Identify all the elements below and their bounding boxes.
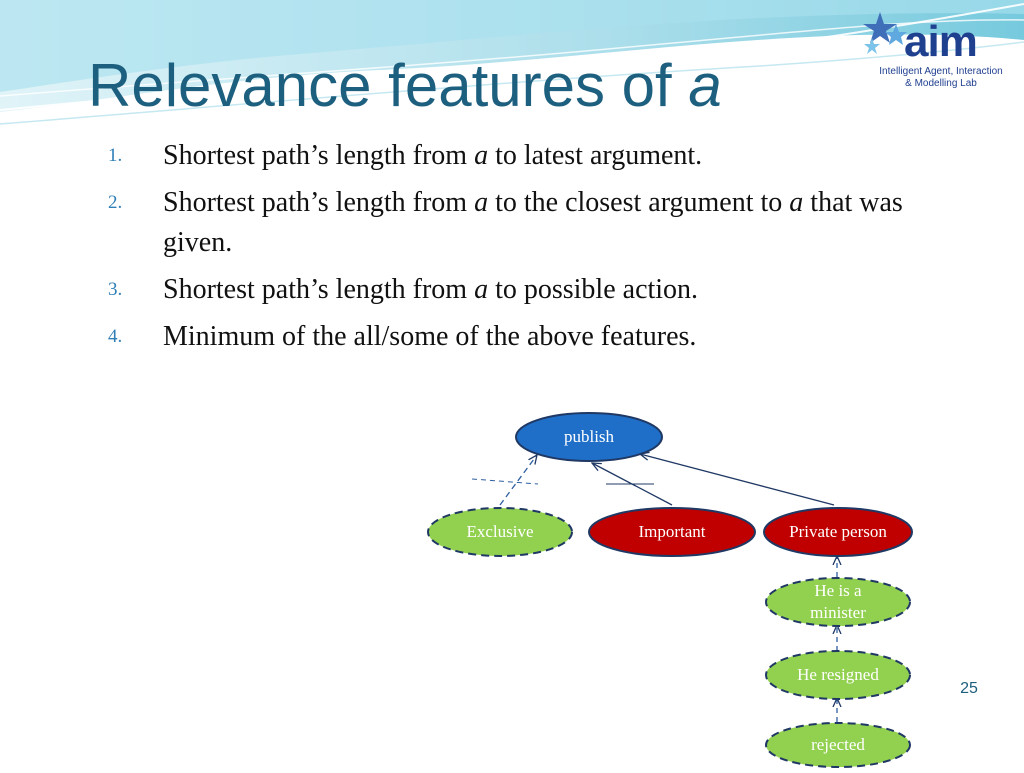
edge-exclusive-publish xyxy=(499,455,537,506)
item-number: 4. xyxy=(108,326,123,347)
list-item: 1. Shortest path’s length from a to late… xyxy=(108,136,948,176)
node-important-label: Important xyxy=(638,522,706,541)
node-publish-label: publish xyxy=(563,427,615,446)
logo-subtitle: Intelligent Agent, Interaction & Modelli… xyxy=(879,66,1003,89)
node-resigned-label: He resigned xyxy=(797,665,879,684)
node-minister-label: He is a minister xyxy=(810,581,866,622)
aim-logo: aim Intelligent Agent, Interaction & Mod… xyxy=(858,8,1018,92)
node-rejected-label: rejected xyxy=(811,735,865,754)
node-private-person-label: Private person xyxy=(789,522,887,541)
list-item: 2. Shortest path’s length from a to the … xyxy=(108,183,948,263)
node-resigned xyxy=(765,650,911,700)
list-item: 3. Shortest path’s length from a to poss… xyxy=(108,270,948,310)
node-rejected xyxy=(765,722,911,768)
node-publish xyxy=(515,412,663,462)
item-number: 1. xyxy=(108,145,123,166)
item-number: 3. xyxy=(108,279,123,300)
node-important xyxy=(588,507,756,557)
list-item: 4. Minimum of the all/some of the above … xyxy=(108,317,948,357)
node-minister xyxy=(765,577,911,627)
node-private-person xyxy=(763,507,913,557)
argument-graph-svg xyxy=(427,412,913,768)
edge-private-publish xyxy=(640,454,835,506)
slide-title: Relevance features of a xyxy=(88,52,722,119)
argument-graph: publish Exclusive Important Private pers… xyxy=(420,405,920,768)
page-number: 25 xyxy=(960,680,978,697)
node-exclusive xyxy=(427,507,573,557)
feature-list: 1. Shortest path’s length from a to late… xyxy=(108,136,948,364)
logo-wordmark: aim xyxy=(904,17,978,66)
node-exclusive-label: Exclusive xyxy=(466,522,534,541)
star-cluster-icon xyxy=(863,12,907,54)
edge-exclusive-marker xyxy=(471,478,539,485)
item-number: 2. xyxy=(108,192,123,213)
